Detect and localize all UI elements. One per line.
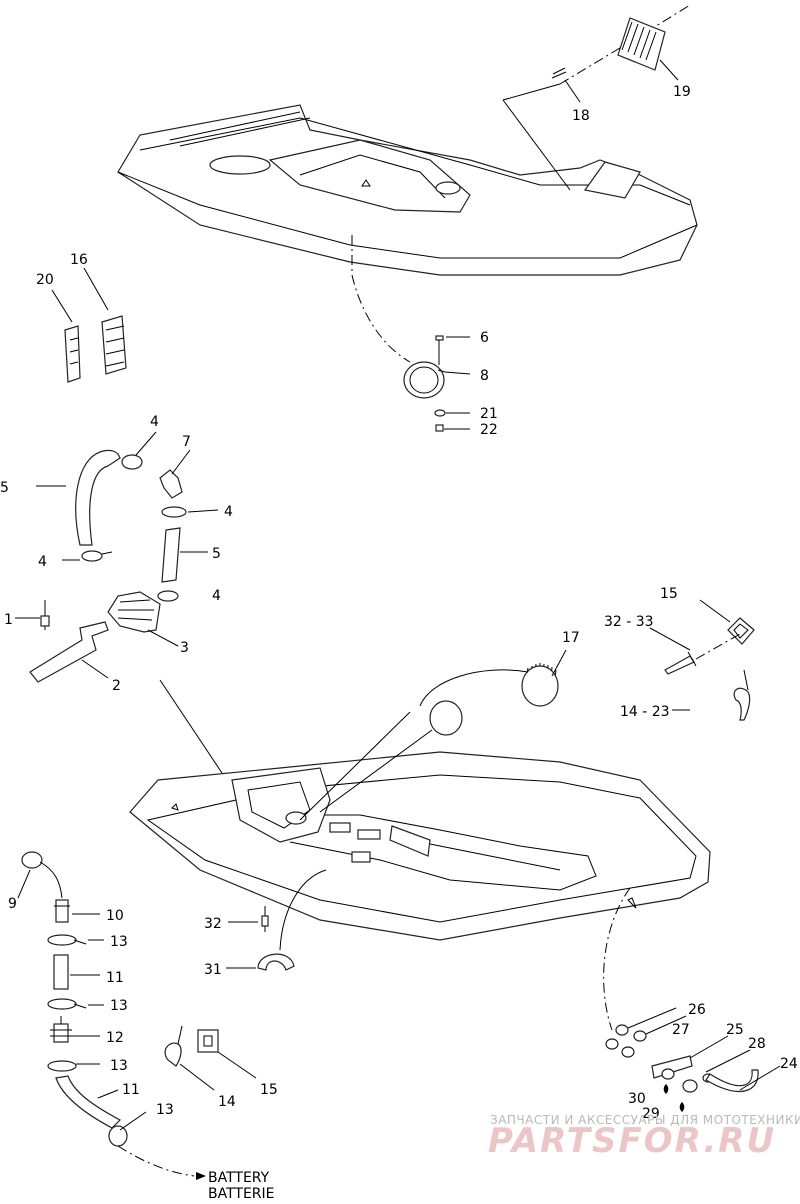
callout-29: 29 bbox=[642, 1106, 660, 1122]
callout-15: 15 bbox=[260, 1082, 278, 1098]
callout-11: 11 bbox=[122, 1082, 140, 1098]
callout-31: 31 bbox=[204, 962, 222, 978]
part-19-pad bbox=[617, 17, 679, 81]
part-15-pad bbox=[197, 1029, 257, 1079]
callout-5: 5 bbox=[212, 546, 221, 562]
part-14-23-tie bbox=[672, 669, 751, 721]
callout-5: 5 bbox=[0, 480, 9, 496]
callout-13: 13 bbox=[110, 998, 128, 1014]
callout-18: 18 bbox=[572, 108, 590, 124]
callout-9: 9 bbox=[8, 896, 17, 912]
part-4-clamp-top bbox=[121, 431, 157, 470]
callout-32: 32 bbox=[204, 916, 222, 932]
callout-8: 8 bbox=[480, 368, 489, 384]
callout-15: 15 bbox=[660, 586, 678, 602]
callout-7: 7 bbox=[182, 434, 191, 450]
callout-25: 25 bbox=[726, 1022, 744, 1038]
callout-16: 16 bbox=[70, 252, 88, 268]
part-15-pad-right bbox=[699, 599, 755, 645]
callout-2: 2 bbox=[112, 678, 121, 694]
callout-32-33: 32 - 33 bbox=[604, 614, 654, 630]
part-11-hose-1 bbox=[53, 954, 100, 990]
callout-4: 4 bbox=[150, 414, 159, 430]
battery-label: BATTERY bbox=[208, 1170, 270, 1186]
batterie-label: BATTERIE bbox=[208, 1186, 275, 1202]
part-18-rivet bbox=[551, 67, 581, 103]
callout-6: 6 bbox=[480, 330, 489, 346]
callout-30: 30 bbox=[628, 1091, 646, 1107]
part-3-bracket bbox=[107, 591, 179, 647]
part-32-rivet bbox=[228, 906, 269, 932]
part-5-hose bbox=[36, 449, 121, 546]
part-16-bracket bbox=[83, 267, 127, 375]
callout-14: 14 bbox=[218, 1094, 236, 1110]
callout-3: 3 bbox=[180, 640, 189, 656]
callout-27: 27 bbox=[672, 1022, 690, 1038]
callout-14-23: 14 - 23 bbox=[620, 704, 670, 720]
part-12-valve bbox=[50, 1016, 100, 1043]
upper-deck bbox=[117, 104, 698, 276]
part-13-clamp-2 bbox=[47, 998, 104, 1010]
part-10-fitting bbox=[54, 899, 100, 923]
callout-12: 12 bbox=[106, 1030, 124, 1046]
callout-11: 11 bbox=[106, 970, 124, 986]
lower-right-hardware bbox=[605, 1007, 781, 1112]
callout-13: 13 bbox=[156, 1102, 174, 1118]
part-11-hose-2 bbox=[55, 1075, 121, 1129]
part-31-clip bbox=[226, 869, 327, 971]
part-4-clamp-bottom bbox=[62, 550, 113, 562]
callout-13: 13 bbox=[110, 934, 128, 950]
part-13-clamp-3 bbox=[47, 1060, 100, 1072]
part-5-hose-short bbox=[161, 527, 208, 583]
part-32-33-rivet bbox=[649, 627, 741, 675]
callout-24: 24 bbox=[780, 1056, 798, 1072]
part-14-tie bbox=[164, 1025, 215, 1091]
part-4-clamp-lower bbox=[157, 590, 179, 602]
callout-1: 1 bbox=[4, 612, 13, 628]
callout-26: 26 bbox=[688, 1002, 706, 1018]
watermark-brand: PARTSFOR.RU bbox=[488, 1121, 776, 1161]
part-13-clamp-1 bbox=[47, 934, 104, 946]
callout-21: 21 bbox=[480, 406, 498, 422]
callout-28: 28 bbox=[748, 1036, 766, 1052]
lower-hull bbox=[129, 751, 711, 941]
callout-19: 19 bbox=[673, 84, 691, 100]
part-9-cap bbox=[17, 851, 63, 899]
callout-20: 20 bbox=[36, 272, 54, 288]
part-17-spring bbox=[299, 649, 567, 821]
callout-4: 4 bbox=[212, 588, 221, 604]
part-8-strap bbox=[403, 335, 471, 432]
part-2-rod bbox=[29, 621, 109, 683]
part-1-bolt bbox=[15, 600, 50, 630]
callout-4: 4 bbox=[38, 554, 47, 570]
watermark-tagline: ЗАПЧАСТИ И АКСЕССУАРЫ ДЛЯ МОТОТЕХНИКИ bbox=[490, 1113, 800, 1127]
part-7-elbow bbox=[159, 449, 191, 499]
callout-4: 4 bbox=[224, 504, 233, 520]
callout-10: 10 bbox=[106, 908, 124, 924]
callout-17: 17 bbox=[562, 630, 580, 646]
callout-13: 13 bbox=[110, 1058, 128, 1074]
callout-22: 22 bbox=[480, 422, 498, 438]
part-4-clamp-mid bbox=[161, 506, 219, 518]
part-20-bracket bbox=[51, 289, 81, 383]
